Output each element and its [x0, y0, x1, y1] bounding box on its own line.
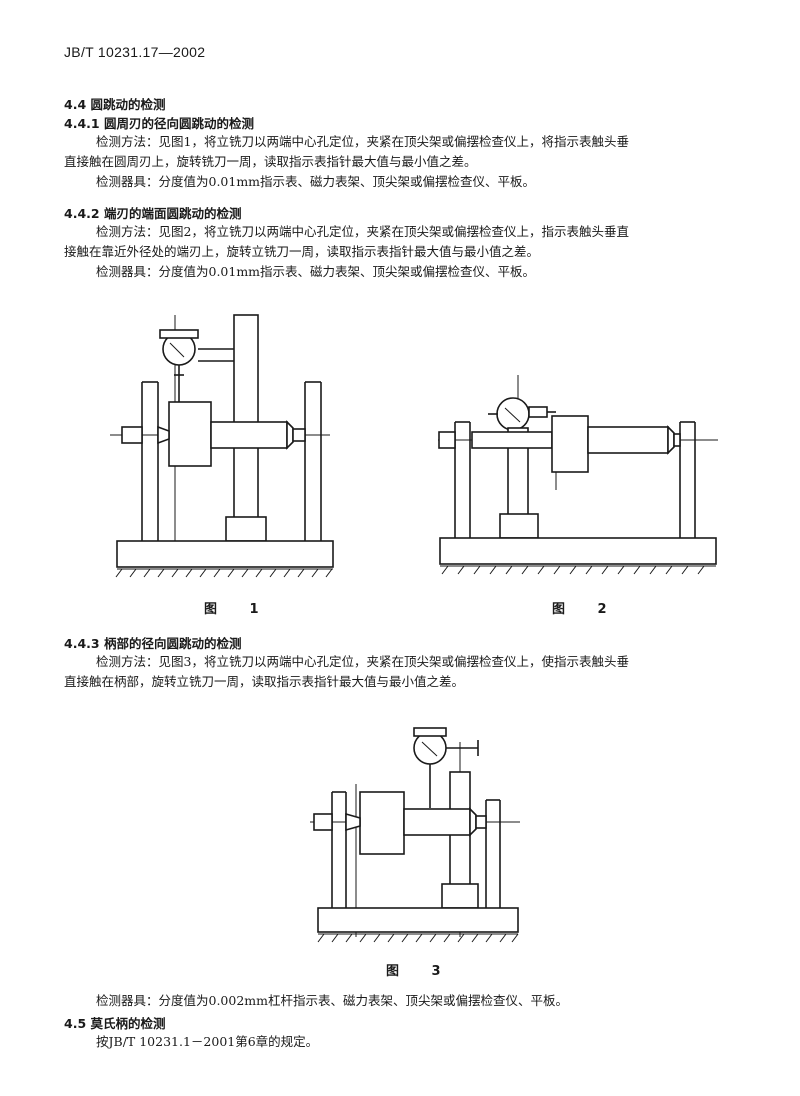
- section-4-4-3-title: 4.4.3 柄部的径向圆跳动的检测: [64, 636, 242, 651]
- section-4-4-2-instruments: 检测器具：分度值为0.01mm指示表、磁力表架、顶尖架或偏摆检查仪、平板。: [96, 264, 536, 279]
- section-4-4-3-method-line1: 检测方法：见图3，将立铣刀以两端中心孔定位，夹紧在顶尖架或偏摆检查仪上，使指示表…: [96, 654, 629, 669]
- figure-2-drawing: [438, 375, 718, 575]
- figure-3-caption: 图 3: [386, 964, 455, 979]
- section-4-4-2-method-line2: 接触在靠近外径处的端刃上，旋转立铣刀一周，读取指示表指针最大值与最小值之差。: [64, 244, 540, 259]
- section-4-5-title: 4.5 莫氏柄的检测: [64, 1016, 166, 1031]
- section-4-4-1-method-line1: 检测方法：见图1，将立铣刀以两端中心孔定位，夹紧在顶尖架或偏摆检查仪上，将指示表…: [96, 134, 629, 149]
- section-4-4-2-method-line1: 检测方法：见图2，将立铣刀以两端中心孔定位，夹紧在顶尖架或偏摆检查仪上，指示表触…: [96, 224, 629, 239]
- section-4-4-title: 4.4 圆跳动的检测: [64, 97, 166, 112]
- section-4-4-3-method-line2: 直接触在柄部，旋转立铣刀一周，读取指示表指针最大值与最小值之差。: [64, 674, 465, 689]
- section-4-4-1-title: 4.4.1 圆周刃的径向圆跳动的检测: [64, 116, 254, 131]
- figure-1-caption: 图 1: [204, 602, 273, 617]
- section-4-4-3-instruments: 检测器具：分度值为0.002mm杠杆指示表、磁力表架、顶尖架或偏摆检查仪、平板。: [96, 993, 568, 1008]
- standard-number: JB/T 10231.17—2002: [64, 44, 206, 60]
- section-4-4-1-method-line2: 直接触在圆周刃上，旋转铣刀一周，读取指示表指针最大值与最小值之差。: [64, 154, 477, 169]
- figure-1-drawing: [110, 314, 334, 578]
- section-4-5-body: 按JB/T 10231.1－2001第6章的规定。: [96, 1034, 319, 1049]
- figure-3-drawing: [310, 727, 520, 943]
- section-4-4-1-instruments: 检测器具：分度值为0.01mm指示表、磁力表架、顶尖架或偏摆检查仪、平板。: [96, 174, 536, 189]
- figure-2-caption: 图 2: [552, 602, 621, 617]
- section-4-4-2-title: 4.4.2 端刃的端面圆跳动的检测: [64, 206, 242, 221]
